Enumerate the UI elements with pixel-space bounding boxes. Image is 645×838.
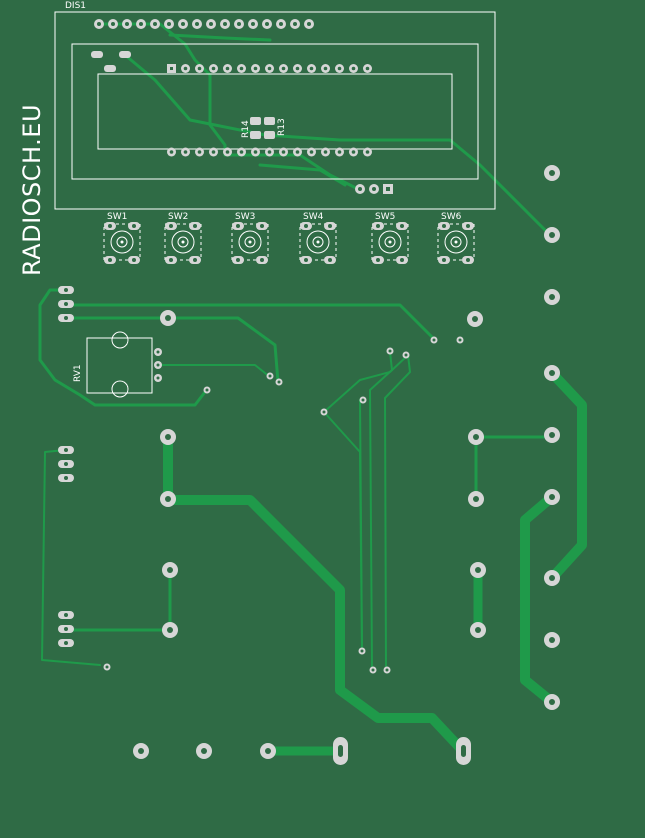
display-header-pads: [94, 19, 372, 157]
switch-footprints: SW1 SW2 SW3 SW4 SW5 SW6: [103, 212, 475, 264]
edge-connector-pads: [58, 286, 74, 647]
switch-label: SW4: [303, 212, 324, 222]
switch-sw3: SW3: [231, 212, 269, 264]
label-rv1: RV1: [73, 364, 83, 382]
brand-label: RADIOSCH.EU: [18, 103, 46, 277]
switch-sw2: SW2: [164, 212, 202, 264]
label-dis1: DIS1: [65, 1, 86, 11]
switch-label: SW2: [168, 212, 188, 222]
label-r14: R14: [241, 120, 251, 138]
switch-label: SW6: [441, 212, 462, 222]
smd-pads: R14 R13: [91, 51, 287, 139]
switch-sw6: SW6: [437, 212, 475, 264]
display-connector: [355, 184, 393, 194]
switch-sw1: SW1: [103, 212, 141, 264]
potentiometer-rv1: RV1: [73, 331, 162, 398]
through-hole-pads: [133, 165, 560, 759]
display-outline: DIS1: [54, 1, 496, 210]
slotted-pads: [333, 737, 471, 765]
label-r13: R13: [277, 118, 287, 136]
switch-label: SW5: [375, 212, 395, 222]
vias: [103, 336, 464, 674]
switch-sw4: SW4: [299, 212, 337, 264]
brand-text: RADIOSCH.EU: [12, 95, 52, 285]
switch-label: SW3: [235, 212, 255, 222]
switch-label: SW1: [107, 212, 127, 222]
copper-traces: [38, 22, 587, 756]
switch-sw5: SW5: [371, 212, 409, 264]
